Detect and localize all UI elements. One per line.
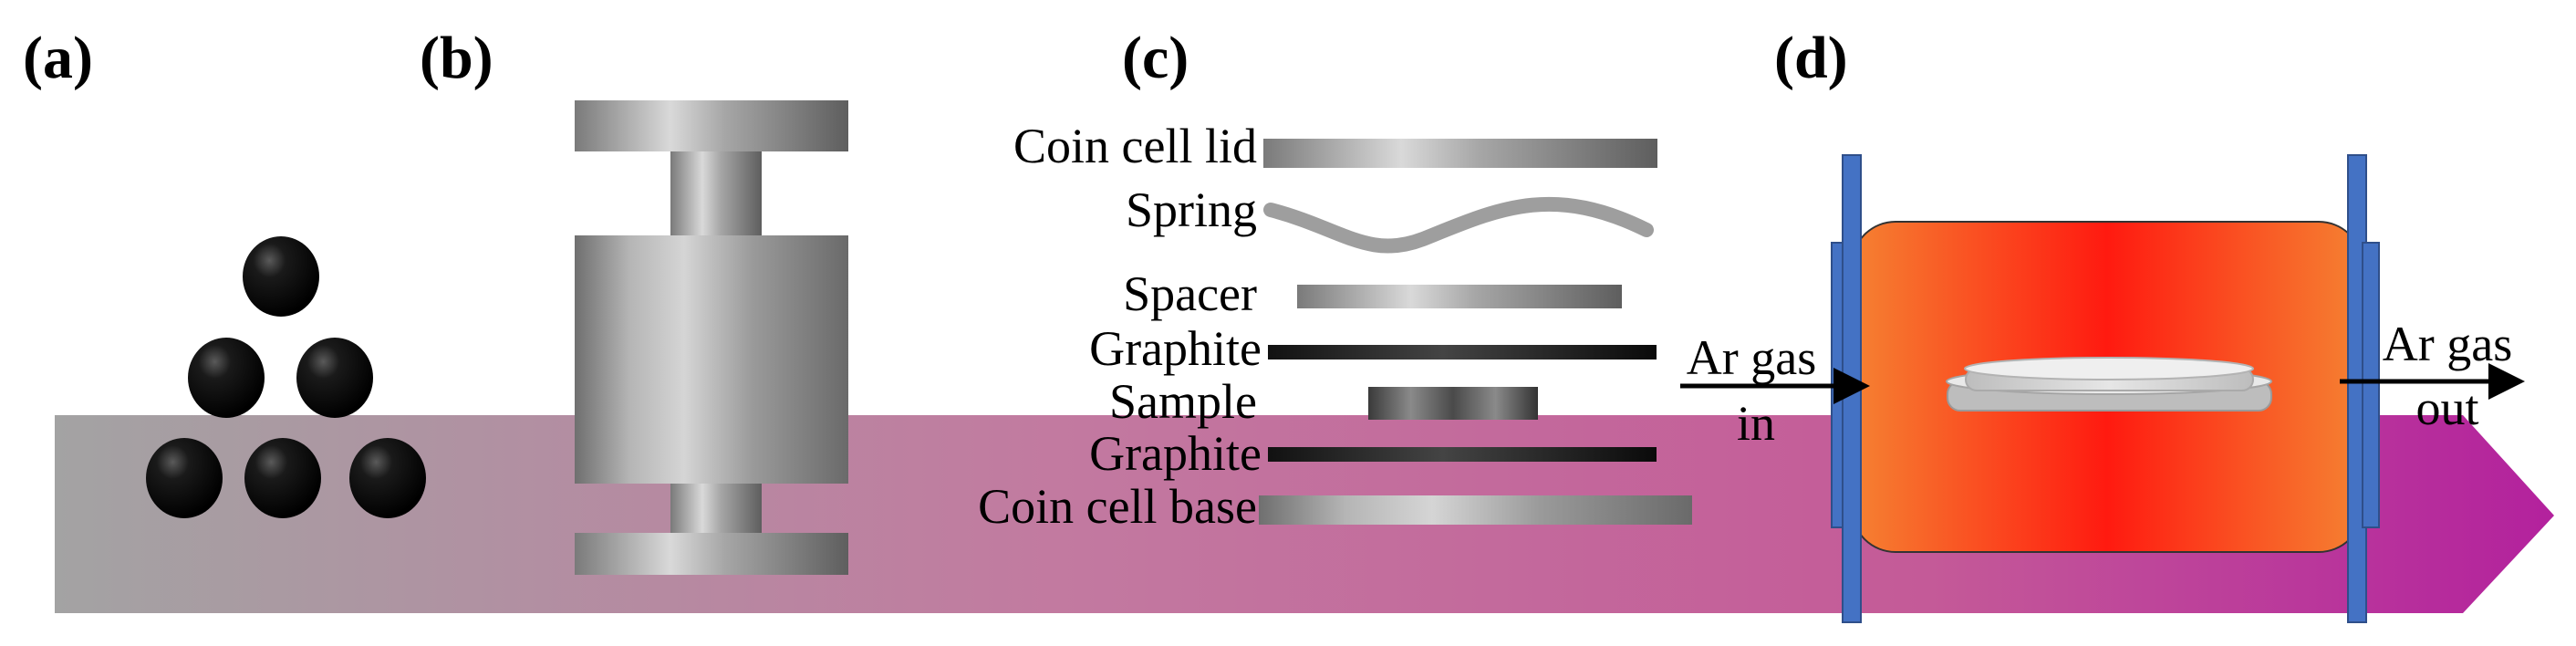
ball bbox=[296, 338, 373, 418]
layer-label-graphite-bottom: Graphite bbox=[1089, 426, 1262, 481]
layer-label-base: Coin cell base bbox=[978, 479, 1257, 534]
layer-label-spring: Spring bbox=[1126, 182, 1257, 237]
outlet-flange-inner bbox=[2362, 242, 2380, 528]
ball bbox=[146, 438, 223, 518]
gas-in-label-line1: Ar gas bbox=[1687, 330, 1816, 385]
tube-furnace: Ar gas in Ar gas out bbox=[1680, 154, 2525, 623]
furnace-sample-disc bbox=[1946, 357, 2272, 412]
gas-out-label-line2: out bbox=[2415, 380, 2478, 435]
layer-lid bbox=[1263, 139, 1657, 168]
ball bbox=[243, 236, 319, 317]
press-top-punch bbox=[670, 151, 762, 235]
layer-label-graphite-top: Graphite bbox=[1089, 321, 1262, 376]
layer-graphite-top bbox=[1268, 345, 1657, 359]
press-body bbox=[575, 235, 848, 484]
panel-label-c: (c) bbox=[1122, 25, 1189, 91]
press-die bbox=[575, 100, 848, 575]
ball-pyramid bbox=[146, 236, 426, 518]
inlet-flange-outer bbox=[1842, 154, 1862, 623]
layer-spring bbox=[1263, 196, 1654, 254]
layer-spacer bbox=[1297, 285, 1622, 308]
layer-sample bbox=[1368, 387, 1538, 420]
press-bottom-punch bbox=[670, 484, 762, 533]
ball bbox=[188, 338, 265, 418]
layer-label-spacer: Spacer bbox=[1123, 266, 1257, 321]
panel-label-d: (d) bbox=[1774, 25, 1848, 91]
press-bottom-plate bbox=[575, 533, 848, 575]
coin-cell-stack: Coin cell lid Spring Spacer Graphite Sam… bbox=[978, 119, 1692, 534]
panel-label-b: (b) bbox=[420, 25, 493, 91]
layer-base bbox=[1259, 495, 1692, 525]
layer-graphite-bottom bbox=[1268, 447, 1657, 462]
ball bbox=[349, 438, 426, 518]
gas-out-label-line1: Ar gas bbox=[2383, 317, 2512, 371]
press-top-plate bbox=[575, 100, 848, 151]
panel-label-a: (a) bbox=[23, 25, 93, 91]
gas-in-label-line2: in bbox=[1737, 396, 1775, 451]
layer-label-lid: Coin cell lid bbox=[1013, 119, 1257, 173]
ball bbox=[244, 438, 321, 518]
layer-label-sample: Sample bbox=[1109, 374, 1257, 429]
